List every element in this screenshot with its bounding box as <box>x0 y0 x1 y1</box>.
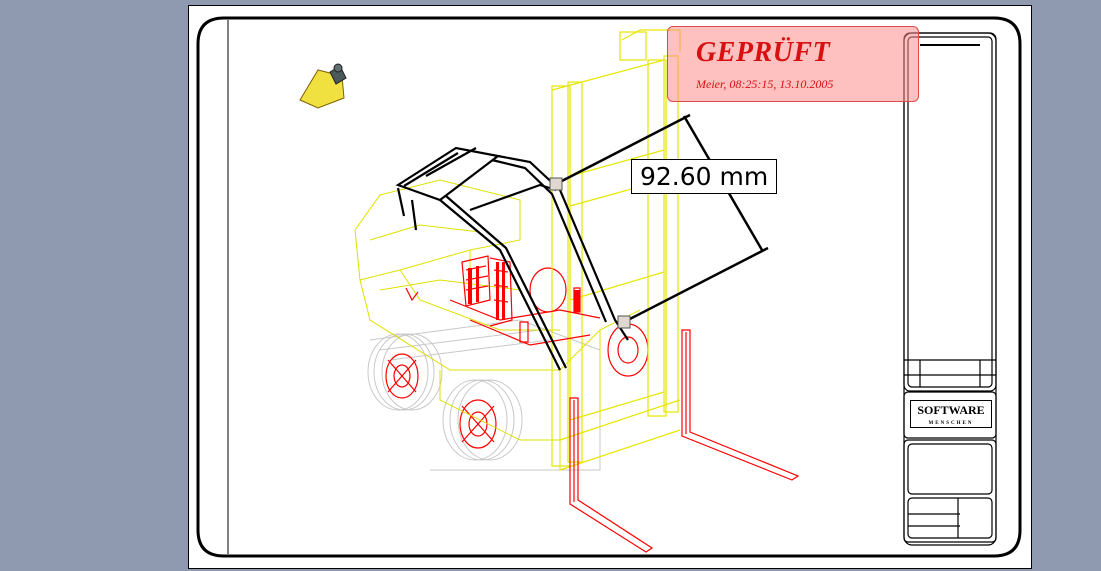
mast <box>551 29 681 471</box>
approval-stamp[interactable]: GEPRÜFT Meier, 08:25:15, 13.10.2005 <box>667 26 919 102</box>
pushpin-icon[interactable] <box>299 63 347 109</box>
wheel-hubs <box>385 267 649 449</box>
dimension-value[interactable]: 92.60 mm <box>631 159 778 194</box>
dimension-handle[interactable] <box>617 315 631 329</box>
vehicle-body <box>354 179 641 470</box>
title-block <box>903 32 997 546</box>
dimension-handle[interactable] <box>549 177 563 191</box>
seat-and-engine <box>405 255 601 346</box>
company-logo: SOFTWARE MENSCHEN <box>910 400 992 428</box>
forks <box>569 329 800 553</box>
seat-fill <box>468 262 580 320</box>
rear-wheels <box>367 319 601 471</box>
stamp-subtitle: Meier, 08:25:15, 13.10.2005 <box>696 77 834 91</box>
dimension-lines <box>555 113 769 324</box>
drawing-border <box>196 16 1022 558</box>
stamp-title: GEPRÜFT <box>696 37 831 68</box>
